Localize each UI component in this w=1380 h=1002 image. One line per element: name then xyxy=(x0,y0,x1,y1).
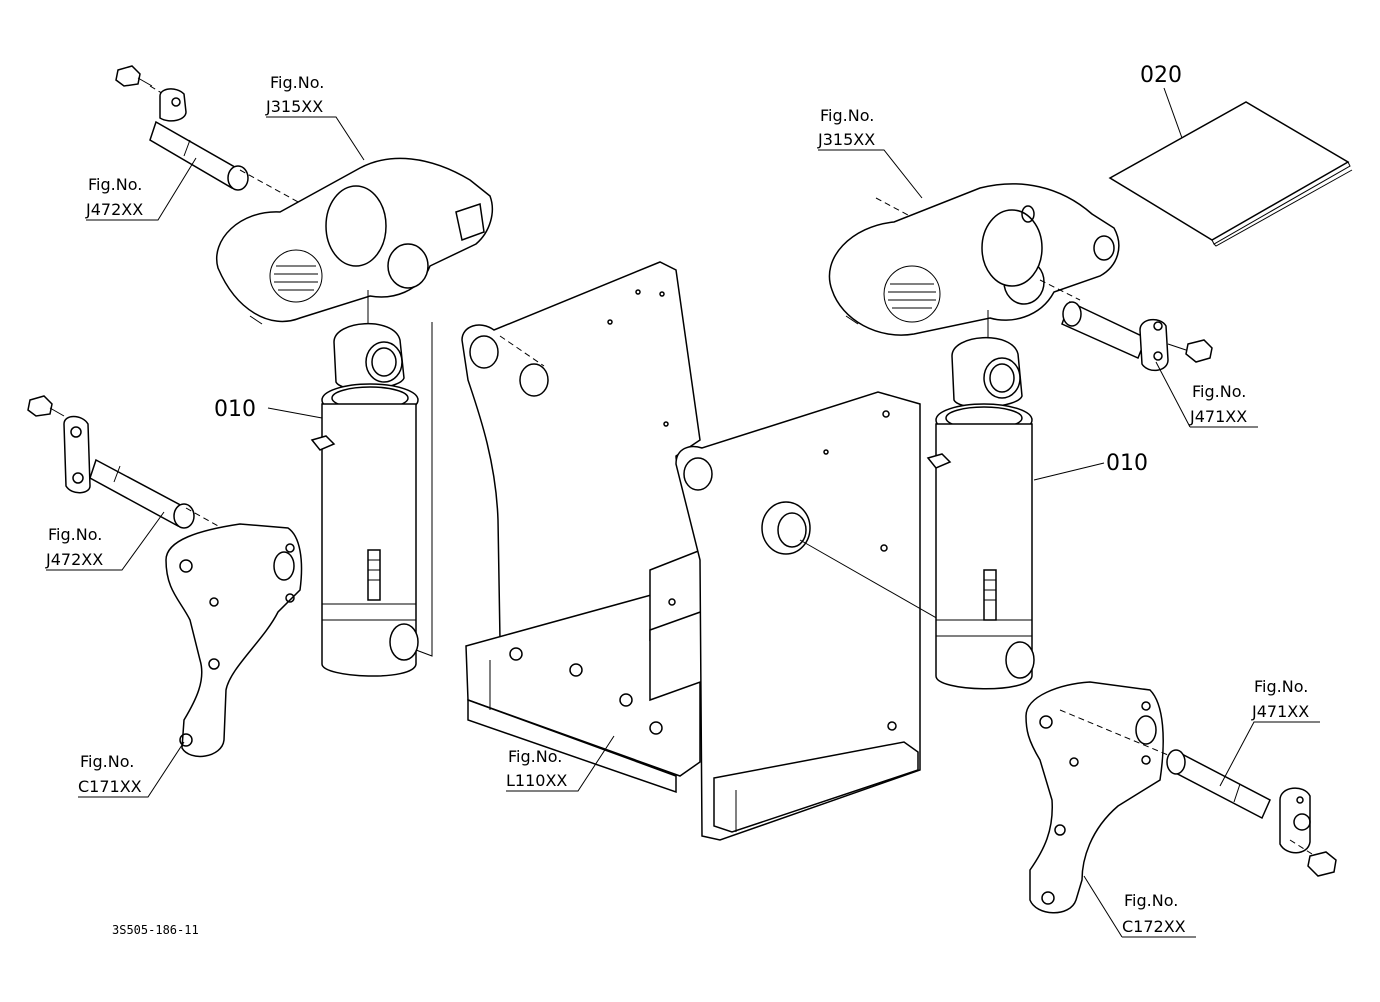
left-bottom-pin xyxy=(27,395,301,573)
left-lift-arm xyxy=(215,157,494,325)
callout-line1: Fig.No. xyxy=(1124,891,1178,910)
callout-j471-top: Fig.No. J471XX xyxy=(1189,382,1247,426)
center-main-frame xyxy=(461,261,1011,841)
callout-line1: Fig.No. xyxy=(1192,382,1246,401)
callout-line1: Fig.No. xyxy=(80,752,134,771)
part-number-right-cylinder: 010 xyxy=(1106,451,1148,476)
callout-j315-left: Fig.No. J315XX xyxy=(265,73,324,116)
callout-line2: L110XX xyxy=(506,771,567,790)
leader-lines xyxy=(46,87,1320,938)
callout-line1: Fig.No. xyxy=(1254,677,1308,696)
callout-line1: Fig.No. xyxy=(270,73,324,92)
callout-line1: Fig.No. xyxy=(48,525,102,544)
left-top-pin xyxy=(115,65,361,237)
callout-line2: C171XX xyxy=(78,777,142,796)
callout-c172: Fig.No. C172XX xyxy=(1122,891,1186,936)
part-number-left-cylinder: 010 xyxy=(214,397,256,422)
callout-l110: Fig.No. L110XX xyxy=(506,747,567,790)
part-number-sheet: 020 xyxy=(1140,63,1182,88)
left-mounting-bracket xyxy=(165,523,303,758)
callout-j472-top: Fig.No. J472XX xyxy=(85,175,143,219)
instruction-sheet xyxy=(1108,101,1353,247)
callout-line1: Fig.No. xyxy=(820,106,874,125)
callout-line2: C172XX xyxy=(1122,917,1186,936)
callout-line2: J472XX xyxy=(85,200,143,219)
drawing-code: 3S505-186-11 xyxy=(112,923,199,937)
right-bottom-pin xyxy=(1166,749,1337,877)
callout-line2: J315XX xyxy=(265,97,323,116)
callout-line2: J471XX xyxy=(1251,702,1309,721)
callout-line2: J315XX xyxy=(817,130,875,149)
callout-line2: J472XX xyxy=(45,550,103,569)
callout-j472-bottom: Fig.No. J472XX xyxy=(45,525,103,569)
right-top-pin xyxy=(1039,279,1213,372)
left-hydraulic-cylinder xyxy=(310,290,433,677)
right-lift-arm xyxy=(828,183,1120,336)
callout-line1: Fig.No. xyxy=(88,175,142,194)
right-mounting-bracket xyxy=(1025,681,1181,914)
callout-j471-bottom: Fig.No. J471XX xyxy=(1251,677,1309,721)
callout-line1: Fig.No. xyxy=(508,747,562,766)
callout-j315-right: Fig.No. J315XX xyxy=(817,106,875,149)
callout-line2: J471XX xyxy=(1189,407,1247,426)
right-hydraulic-cylinder xyxy=(926,310,1035,690)
callout-c171: Fig.No. C171XX xyxy=(78,752,142,796)
